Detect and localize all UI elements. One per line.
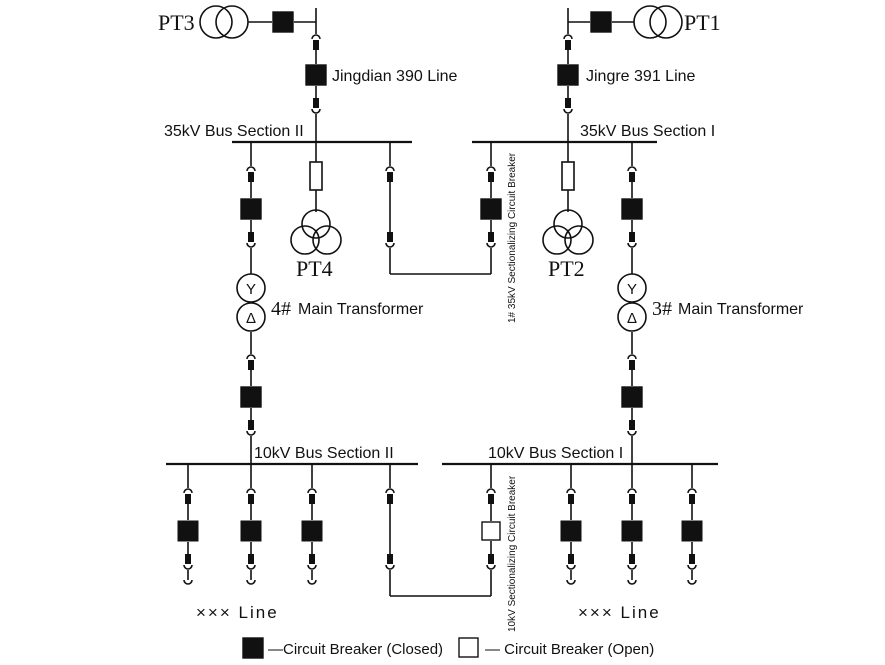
legend-open-text: — Circuit Breaker (Open)	[485, 641, 654, 658]
pt3-label: PT3	[158, 10, 195, 35]
breaker-pt1	[590, 11, 612, 33]
feeder-1	[177, 464, 199, 585]
tx3-number: 3#	[652, 298, 672, 320]
feeder-6	[681, 464, 703, 585]
wiring	[166, 8, 718, 597]
bus-35kv-i-label: 35kV Bus Section I	[580, 123, 715, 140]
feeders-left-label: ××× Line	[196, 603, 279, 622]
breaker-3-hv	[621, 198, 643, 220]
sectionalizer-35kv-label: 1# 35kV Sectionalizing Circuit Breaker	[507, 152, 518, 323]
tx4-delta-mark: Δ	[246, 310, 256, 327]
feeder-breaker	[560, 520, 582, 542]
feeder-breaker	[240, 520, 262, 542]
feeders-right-label: ××× Line	[578, 603, 661, 622]
feeder-group	[177, 464, 703, 585]
feeder-breaker	[681, 520, 703, 542]
feeder-4	[560, 464, 582, 585]
legend-closed-swatch	[242, 637, 264, 659]
legend-closed-text: —Circuit Breaker (Closed)	[268, 641, 443, 658]
sectionalizer-10kv-label: 10kV Sectionalizing Circuit Breaker	[507, 475, 518, 632]
line-390-label: Jingdian 390 Line	[332, 68, 458, 85]
tx4-star-mark: Y	[246, 281, 256, 298]
pt4-label: PT4	[296, 256, 333, 281]
breaker-pt3	[272, 11, 294, 33]
pt-symbols	[199, 5, 683, 332]
tx3-delta-mark: Δ	[627, 310, 637, 327]
bus-10kv-i-label: 10kV Bus Section I	[488, 445, 623, 462]
breaker-35kv-section	[480, 198, 502, 220]
bus-10kv-ii-label: 10kV Bus Section II	[254, 445, 394, 462]
tx4-number: 4#	[271, 298, 291, 320]
feeder-breaker	[177, 520, 199, 542]
tx3-name: Main Transformer	[678, 301, 804, 318]
breaker-10kv-section-open	[481, 521, 501, 541]
labels: PT3 PT1 PT4 PT2 Jingdian 390 Line Jingre…	[158, 10, 804, 632]
breaker-390	[305, 64, 327, 86]
breaker-4-lv	[240, 386, 262, 408]
legend-open-swatch	[458, 637, 479, 658]
feeder-breaker	[301, 520, 323, 542]
feeder-3	[301, 464, 323, 585]
feeder-breaker	[621, 520, 643, 542]
breaker-391	[557, 64, 579, 86]
bus-35kv-ii-label: 35kV Bus Section II	[164, 123, 304, 140]
tx3-star-mark: Y	[627, 281, 637, 298]
pt2-label: PT2	[548, 256, 585, 281]
pt1-label: PT1	[684, 10, 721, 35]
feeder-2	[240, 464, 262, 585]
tx4-name: Main Transformer	[298, 301, 424, 318]
breaker-4-hv	[240, 198, 262, 220]
feeder-5	[621, 464, 643, 585]
winding-marks: Y Δ Y Δ	[246, 281, 637, 327]
breaker-3-lv	[621, 386, 643, 408]
circuit-breakers	[240, 11, 643, 541]
legend: —Circuit Breaker (Closed) — Circuit Brea…	[242, 637, 654, 659]
line-391-label: Jingre 391 Line	[586, 68, 696, 85]
